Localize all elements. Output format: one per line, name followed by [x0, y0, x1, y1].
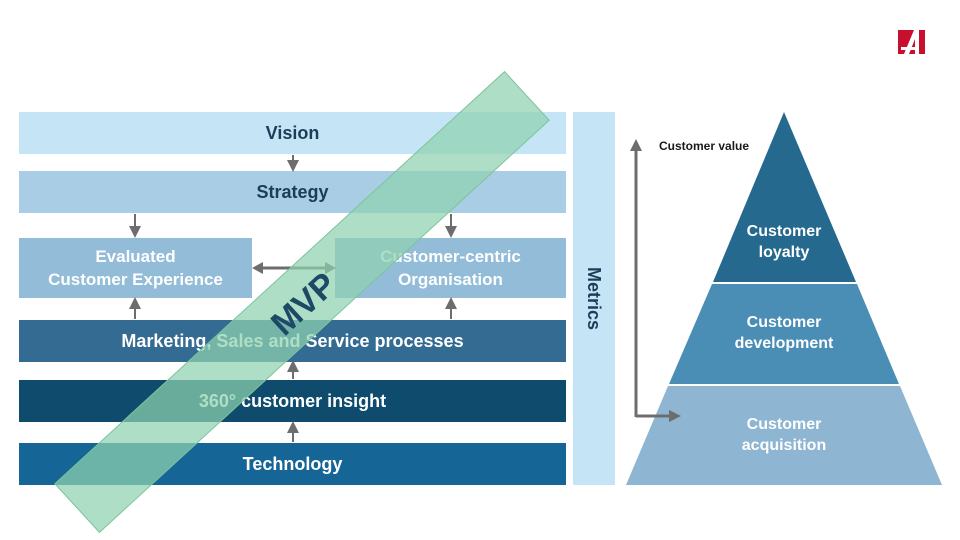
development-line1: Customer — [746, 314, 822, 331]
pyramid-level-acquisition — [626, 386, 942, 485]
evaluated-customer-experience-box: Evaluated Customer Experience — [19, 238, 252, 298]
mvp-band: MVP — [54, 70, 550, 534]
strategy-label: Strategy — [256, 181, 329, 202]
technology-label: Technology — [242, 453, 343, 474]
organisation-label-line1: Customer-centric — [380, 247, 521, 266]
pyramid-label-acquisition: Customer acquisition — [714, 414, 854, 456]
loyalty-line2: loyalty — [758, 244, 810, 261]
acquisition-line1: Customer — [746, 416, 822, 433]
evaluated-label-line2: Customer Experience — [48, 270, 223, 289]
organisation-label-line2: Organisation — [398, 270, 503, 289]
customer-value-label: Customer value — [659, 139, 750, 153]
customer-value-axis-arrowhead-right — [669, 410, 681, 422]
loyalty-line1: Customer — [746, 223, 822, 240]
customer-value-pyramid — [626, 112, 942, 485]
pyramid-label-loyalty: Customer loyalty — [714, 221, 854, 263]
development-line2: development — [734, 335, 834, 352]
evaluated-label-line1: Evaluated — [95, 247, 176, 266]
metrics-bar: Metrics — [573, 112, 615, 485]
arrowhead-left — [252, 262, 263, 274]
acquisition-line2: acquisition — [741, 437, 827, 454]
customer-value-axis-arrowhead-up — [630, 139, 642, 151]
pyramid-label-development: Customer development — [714, 312, 854, 354]
pyramid-level-development — [669, 284, 899, 384]
vision-label: Vision — [265, 122, 320, 143]
pyramid-level-loyalty — [713, 112, 856, 282]
company-logo — [898, 30, 925, 54]
